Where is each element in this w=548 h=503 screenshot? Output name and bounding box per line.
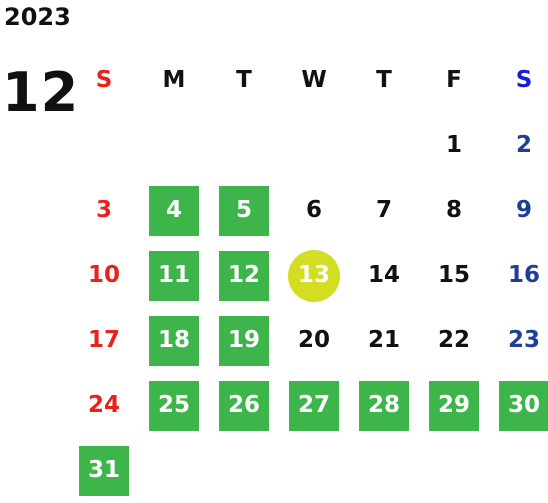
calendar-day[interactable]: 8 <box>419 178 489 243</box>
day-number: 22 <box>437 327 470 353</box>
year-label: 2023 <box>4 3 71 31</box>
weekday-label: T <box>376 67 392 93</box>
highlighted-day-box: 5 <box>219 185 269 236</box>
day-number: 5 <box>235 197 252 223</box>
weekday-label: M <box>162 67 186 93</box>
day-number: 13 <box>297 262 330 288</box>
highlighted-day-box: 12 <box>219 250 269 301</box>
today-marker: 13 <box>288 249 340 302</box>
calendar-day[interactable]: 14 <box>349 243 419 308</box>
calendar-day[interactable]: 27 <box>279 373 349 438</box>
highlighted-day-box: 11 <box>149 250 199 301</box>
calendar-day[interactable]: 2 <box>489 113 548 178</box>
day-number: 16 <box>507 262 540 288</box>
day-number: 3 <box>95 197 112 223</box>
calendar-day[interactable]: 24 <box>69 373 139 438</box>
highlighted-day-box: 18 <box>149 315 199 366</box>
calendar-day[interactable]: 11 <box>139 243 209 308</box>
calendar-day[interactable]: 13 <box>279 243 349 308</box>
day-number: 30 <box>507 392 540 418</box>
weekday-header: S <box>69 48 139 113</box>
day-number: 2 <box>515 132 532 158</box>
day-number: 27 <box>297 392 330 418</box>
highlighted-day-box: 28 <box>359 380 409 431</box>
day-number: 20 <box>297 327 330 353</box>
day-number: 1 <box>445 132 462 158</box>
calendar-day[interactable]: 22 <box>419 308 489 373</box>
day-number: 26 <box>227 392 260 418</box>
day-number: 6 <box>305 197 322 223</box>
day-number: 24 <box>87 392 120 418</box>
weekday-label: S <box>95 67 113 93</box>
calendar-day[interactable]: 9 <box>489 178 548 243</box>
day-number: 8 <box>445 197 462 223</box>
calendar-day[interactable]: 28 <box>349 373 419 438</box>
weekday-header: F <box>419 48 489 113</box>
day-number: 7 <box>375 197 392 223</box>
weekday-header: S <box>489 48 548 113</box>
weekday-header: M <box>139 48 209 113</box>
month-label: 12 <box>2 61 80 124</box>
day-number: 4 <box>165 197 182 223</box>
day-number: 29 <box>437 392 470 418</box>
weekday-header: T <box>209 48 279 113</box>
calendar-day[interactable]: 29 <box>419 373 489 438</box>
weekday-header: T <box>349 48 419 113</box>
day-number: 17 <box>87 327 120 353</box>
highlighted-day-box: 19 <box>219 315 269 366</box>
highlighted-day-box: 29 <box>429 380 479 431</box>
weekday-header: W <box>279 48 349 113</box>
calendar-day[interactable]: 15 <box>419 243 489 308</box>
day-number: 11 <box>157 262 190 288</box>
day-number: 21 <box>367 327 400 353</box>
calendar-day[interactable]: 25 <box>139 373 209 438</box>
calendar-day[interactable]: 23 <box>489 308 548 373</box>
calendar-day[interactable]: 21 <box>349 308 419 373</box>
calendar-day[interactable]: 19 <box>209 308 279 373</box>
day-number: 10 <box>87 262 120 288</box>
day-number: 19 <box>227 327 260 353</box>
calendar-day[interactable]: 10 <box>69 243 139 308</box>
calendar-day[interactable]: 4 <box>139 178 209 243</box>
highlighted-day-box: 26 <box>219 380 269 431</box>
weekday-label: W <box>301 67 327 93</box>
day-number: 25 <box>157 392 190 418</box>
weekday-label: S <box>515 67 533 93</box>
day-number: 9 <box>515 197 532 223</box>
calendar-day[interactable]: 3 <box>69 178 139 243</box>
calendar-day[interactable]: 16 <box>489 243 548 308</box>
weekday-label: T <box>236 67 252 93</box>
day-number: 15 <box>437 262 470 288</box>
calendar-day[interactable]: 20 <box>279 308 349 373</box>
calendar-day[interactable]: 7 <box>349 178 419 243</box>
day-number: 23 <box>507 327 540 353</box>
highlighted-day-box: 25 <box>149 380 199 431</box>
calendar-day[interactable]: 18 <box>139 308 209 373</box>
weekday-label: F <box>446 67 462 93</box>
highlighted-day-box: 4 <box>149 185 199 236</box>
day-number: 14 <box>367 262 400 288</box>
highlighted-day-box: 27 <box>289 380 339 431</box>
calendar-day[interactable]: 12 <box>209 243 279 308</box>
calendar-day[interactable]: 31 <box>69 438 139 503</box>
highlighted-day-box: 31 <box>79 445 129 496</box>
calendar-day[interactable]: 17 <box>69 308 139 373</box>
highlighted-day-box: 30 <box>499 380 548 431</box>
day-number: 12 <box>227 262 260 288</box>
calendar-day[interactable]: 5 <box>209 178 279 243</box>
calendar-day[interactable]: 1 <box>419 113 489 178</box>
day-number: 18 <box>157 327 190 353</box>
calendar-day[interactable]: 26 <box>209 373 279 438</box>
day-number: 31 <box>87 457 120 483</box>
calendar-day[interactable]: 30 <box>489 373 548 438</box>
day-number: 28 <box>367 392 400 418</box>
calendar-day[interactable]: 6 <box>279 178 349 243</box>
